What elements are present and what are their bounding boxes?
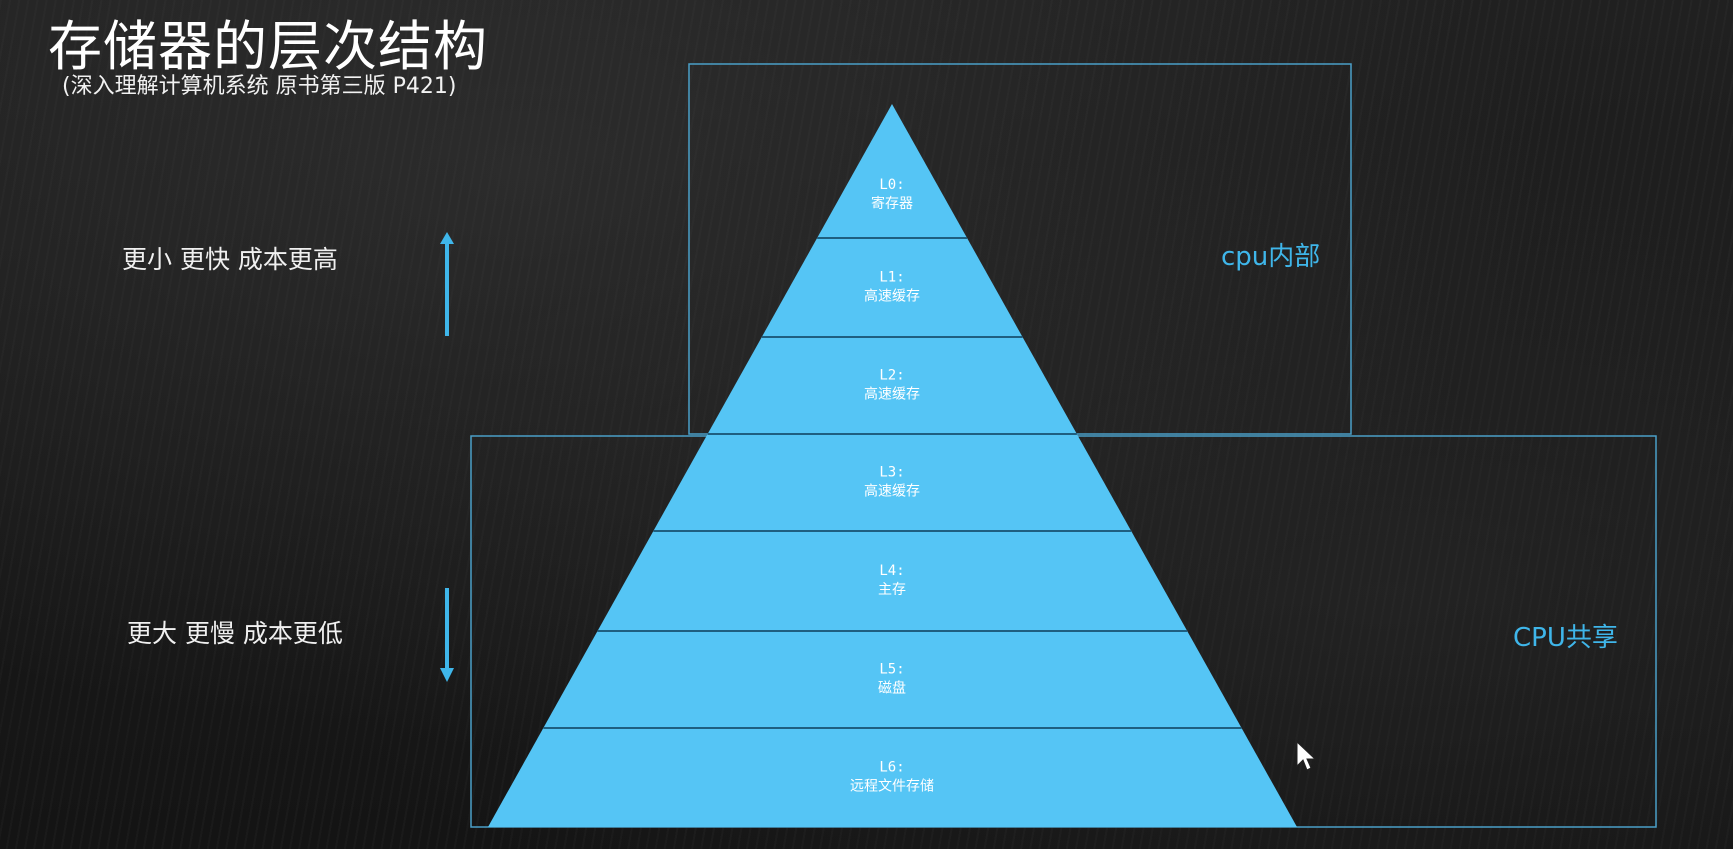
larger-slower-label: 更大 更慢 成本更低	[127, 619, 343, 648]
pyramid-body	[488, 104, 1297, 827]
level-name-6: 远程文件存储	[850, 779, 934, 795]
level-id-5: L5:	[879, 662, 904, 678]
cpu-internal-label: cpu内部	[1221, 242, 1321, 272]
level-id-3: L3:	[879, 465, 904, 481]
down-arrow-icon	[440, 588, 454, 682]
memory-pyramid	[488, 104, 1297, 827]
level-id-4: L4:	[879, 563, 904, 579]
level-id-2: L2:	[879, 368, 904, 384]
level-name-1: 高速缓存	[864, 288, 920, 305]
up-arrow-icon	[440, 232, 454, 336]
level-name-0: 寄存器	[871, 195, 913, 212]
level-name-2: 高速缓存	[864, 386, 920, 403]
pyramid-level-labels: L0: 寄存器 L1: 高速缓存 L2: 高速缓存 L3: 高速缓存 L4: 主存 L5: 磁盘 L6:…	[850, 177, 934, 794]
cpu-shared-label: CPU共享	[1513, 623, 1618, 653]
pyramid-separators	[543, 237, 1242, 729]
level-name-5: 磁盘	[878, 680, 906, 697]
level-name-3: 高速缓存	[864, 483, 920, 500]
page-subtitle: (深入理解计算机系统 原书第三版 P421)	[62, 74, 457, 99]
level-name-4: 主存	[878, 582, 906, 598]
mouse-cursor-icon	[1296, 740, 1317, 771]
smaller-faster-label: 更小 更快 成本更高	[122, 245, 338, 274]
level-id-6: L6:	[879, 760, 904, 776]
page-title: 存储器的层次结构	[48, 15, 488, 78]
level-id-0: L0:	[879, 177, 904, 193]
level-id-1: L1:	[879, 270, 904, 286]
